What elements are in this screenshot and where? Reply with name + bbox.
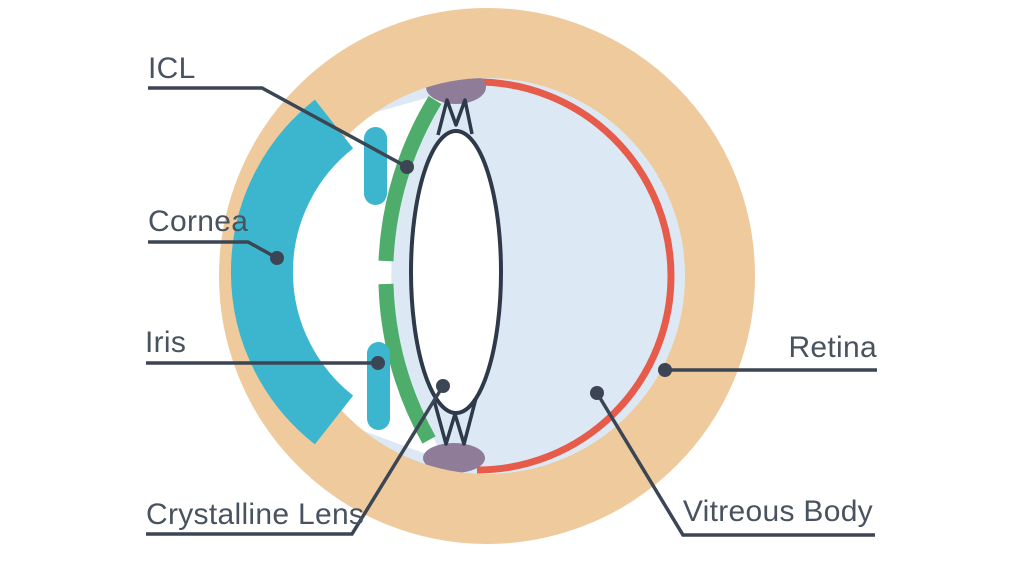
leader-dots xyxy=(270,160,672,400)
cornea-leader-line xyxy=(148,240,278,260)
retina-leader-dot xyxy=(658,363,672,377)
iris-lower-segment xyxy=(367,342,390,430)
crystalline-lens-shape xyxy=(409,129,503,415)
cornea-leader-dot xyxy=(270,251,284,265)
vitreous-body-leader-line xyxy=(595,392,875,537)
crystalline-lens-leader-line xyxy=(146,385,445,536)
ciliary-body-bottom xyxy=(423,443,485,473)
iris-label: Iris xyxy=(145,326,186,359)
labels: ICL Cornea Iris Crystalline Lens Retina … xyxy=(145,52,877,531)
zonule-fibers-top xyxy=(436,98,474,136)
crystalline-lens-leader-dot xyxy=(436,379,450,393)
icl-leader-dot xyxy=(400,160,414,174)
vitreous-body-leader-dot xyxy=(590,386,604,400)
crystalline-lens-label: Crystalline Lens xyxy=(146,498,364,531)
iris-upper-segment xyxy=(364,127,387,205)
retina-arc xyxy=(476,78,675,474)
icl-leader-line xyxy=(148,86,408,169)
icl-lens-upper-segment xyxy=(378,96,442,262)
cornea-shape xyxy=(230,99,354,445)
cornea-label: Cornea xyxy=(148,205,248,238)
icl-label: ICL xyxy=(148,52,196,85)
leader-lines xyxy=(146,86,877,537)
retina-label: Retina xyxy=(788,331,877,364)
vitreous-body-label: Vitreous Body xyxy=(683,495,873,528)
iris-leader-dot xyxy=(371,356,385,370)
